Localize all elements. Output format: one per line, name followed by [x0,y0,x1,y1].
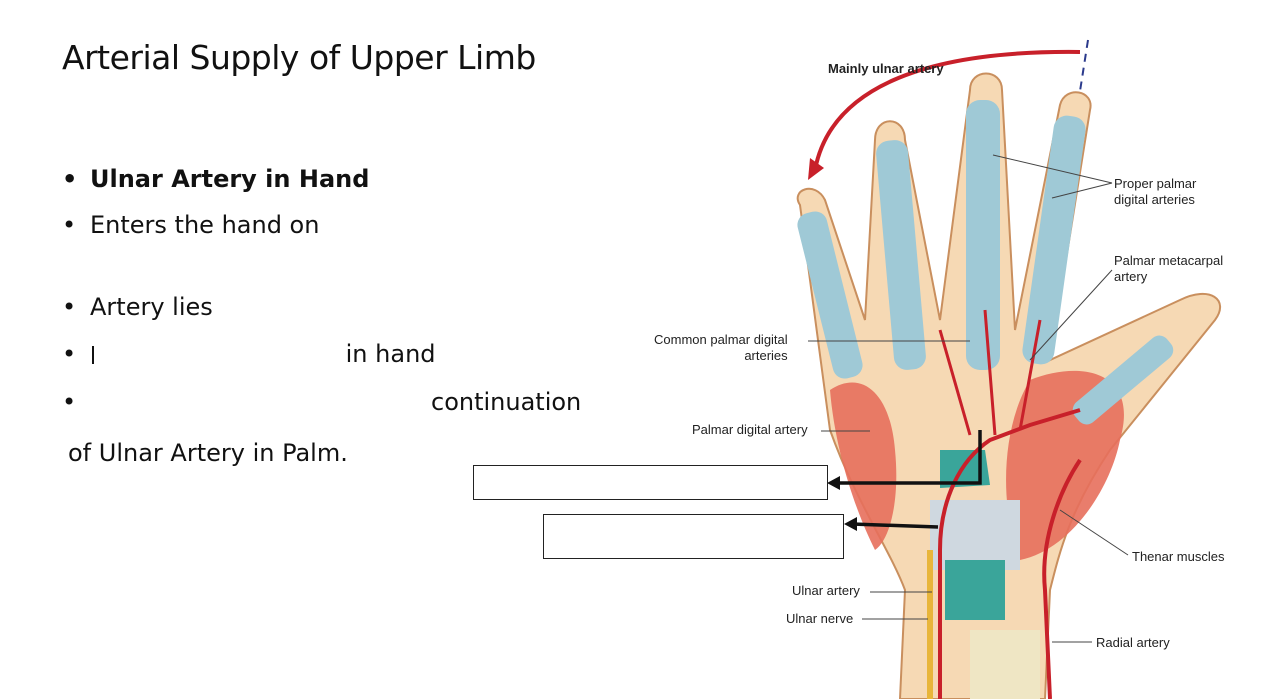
bullet-enters-hand: • Enters the hand on [62,213,319,237]
label-common-palmar: Common palmar digital arteries [654,332,788,363]
continuation-line: of Ulnar Artery in Palm. [68,439,348,467]
bullet-text: Enters the hand on [90,211,320,239]
bullet-continuation: • continuation [62,388,581,416]
label-palmar-metacarpal: Palmar metacarpal artery [1114,253,1224,284]
bullet-text: Ulnar Artery in Hand [90,165,370,193]
ulnar-artery-path [938,408,1081,699]
label-mainly-ulnar: Mainly ulnar artery [828,61,944,76]
radial-artery-path [1042,458,1082,699]
bullet-ulnar-artery-in-hand: • Ulnar Artery in Hand [62,167,369,191]
common-digital-arteries [938,309,1042,436]
label-palmar-digital: Palmar digital artery [692,422,808,437]
tendon-ring [876,140,926,370]
hypothenar-muscle [830,382,897,550]
tendon-thumb [1072,335,1174,425]
bullet-in-hand: • in hand [62,342,436,366]
forearm-bone [970,630,1040,699]
bullet-dot: • [62,211,77,239]
hand-anatomy-figure: Mainly ulnar artery Proper palmar digita… [640,30,1277,699]
label-radial-artery: Radial artery [1096,635,1170,650]
label-ulnar-artery: Ulnar artery [792,583,860,598]
bullet-text: continuation [431,388,582,416]
leader-proper-palmar-2 [1051,182,1113,199]
tendon-index [1022,115,1086,365]
hand-illustration [796,39,1221,699]
label-ulnar-nerve: Ulnar nerve [786,611,854,626]
bullet-text: Artery lies [90,293,213,321]
answer-box-deep-branch[interactable] [543,514,844,559]
label-thenar: Thenar muscles [1132,549,1225,564]
carpal-tunnel-tendons [945,560,1005,620]
ulnar-arc-arrow [813,49,1081,171]
tendon-middle [966,100,1000,370]
leader-metacarpal [1029,269,1113,361]
aponeurosis [940,450,990,488]
pointer-line-1 [835,430,982,485]
pointer-arrowhead-1 [827,476,840,490]
tendon-little [797,211,863,379]
pointer-arrowhead-2 [844,517,857,531]
leader-proper-palmar [992,154,1113,184]
bullet-artery-lies: • Artery lies [62,295,213,319]
answer-box-superficial-arch[interactable] [473,465,828,500]
bullet-dot: • [62,388,77,416]
slide-title: Arterial Supply of Upper Limb [62,38,536,77]
arc-arrowhead [808,158,824,180]
bullet-dot: • [62,165,78,193]
bullet-dot: • [62,293,77,321]
bullet-text: in hand [345,340,436,368]
bullet-dot: • [62,340,77,368]
pointer-line-2 [851,522,939,529]
label-proper-palmar: Proper palmar digital arteries [1114,176,1197,207]
leader-thenar [1059,509,1129,556]
